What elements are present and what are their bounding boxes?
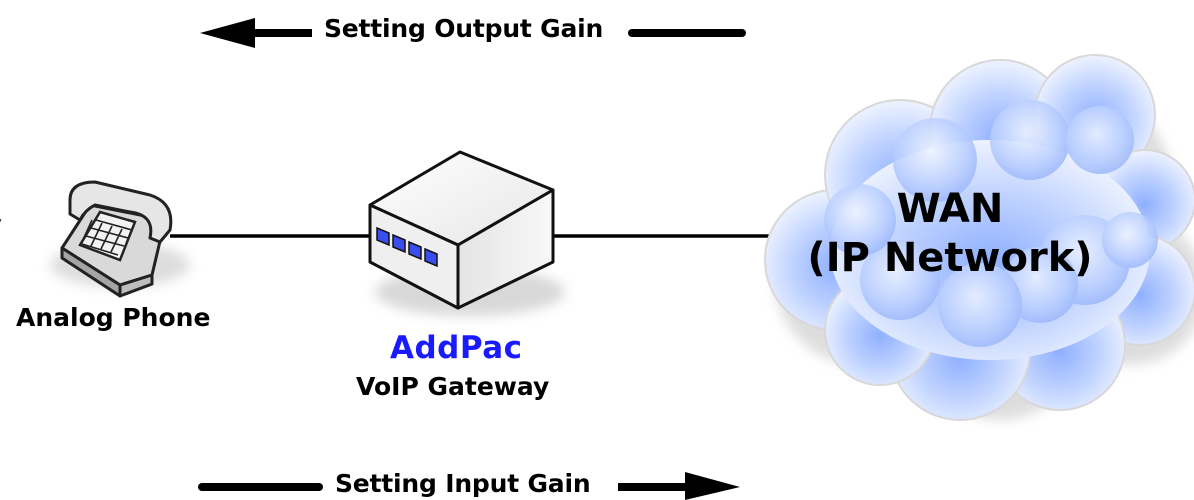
arrow-shaft-right — [628, 29, 746, 37]
output-gain-arrow — [200, 18, 746, 48]
analog-phone-label: Analog Phone — [16, 303, 211, 332]
wan-title: WAN — [896, 186, 1004, 232]
cloud-icon — [764, 54, 1194, 421]
gateway-brand-label: AddPac — [390, 330, 523, 366]
wan-subtitle: (IP Network) — [807, 235, 1093, 281]
arrow-head-right — [685, 472, 740, 500]
wan-label: WAN (IP Network) — [800, 185, 1100, 283]
arrow-shaft-left — [250, 29, 312, 37]
telephone-icon — [0, 180, 190, 298]
output-gain-label: Setting Output Gain — [314, 14, 614, 43]
input-gain-label: Setting Input Gain — [325, 469, 601, 498]
arrow-head-left — [200, 18, 255, 48]
input-gain-arrow — [198, 472, 740, 500]
arrow-shaft — [618, 483, 690, 491]
gateway-label: VoIP Gateway — [356, 372, 550, 401]
gateway-device-icon — [368, 150, 565, 316]
gateway-ports — [376, 226, 438, 268]
arrow-tail — [198, 483, 323, 491]
